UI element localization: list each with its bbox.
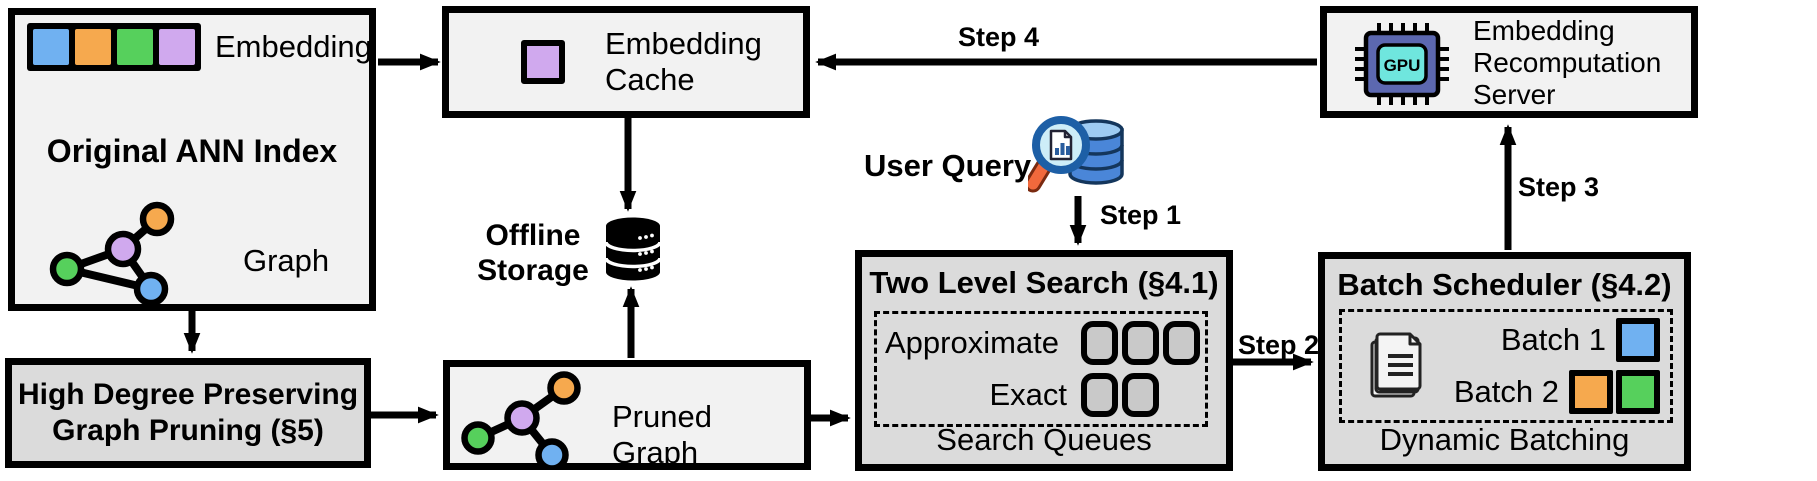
batch-scheduler-title: Batch Scheduler (§4.2) bbox=[1337, 267, 1672, 302]
two-level-search-box: Two Level Search (§4.1) Approximate Exac… bbox=[855, 250, 1233, 471]
pruned-graph-box: Pruned Graph bbox=[443, 360, 811, 470]
batch2-row: Batch 2 bbox=[1454, 370, 1660, 414]
two-level-search-title: Two Level Search (§4.1) bbox=[869, 265, 1219, 300]
exact-queue-row: Exact bbox=[877, 372, 1205, 417]
graph-pruning-box: High Degree Preserving Graph Pruning (§5… bbox=[5, 358, 371, 468]
queue-slot bbox=[1081, 372, 1118, 417]
original-ann-index-box: Embedding Original ANN Index Graph bbox=[8, 8, 376, 311]
embedding-cache-line1: Embedding bbox=[605, 26, 762, 61]
embedding-cell-blue bbox=[33, 29, 69, 65]
batch2-squares bbox=[1569, 370, 1660, 414]
queue-slot bbox=[1081, 321, 1118, 366]
embedding-cache-box: Embedding Cache bbox=[442, 6, 810, 118]
step1-label: Step 1 bbox=[1100, 200, 1182, 230]
dynamic-batching-label: Dynamic Batching bbox=[1379, 422, 1630, 457]
search-queues-label: Search Queues bbox=[936, 422, 1152, 457]
batch1-label: Batch 1 bbox=[1500, 322, 1606, 357]
user-query-label: User Query bbox=[864, 148, 1032, 183]
pruned-graph-label: Pruned Graph bbox=[612, 399, 712, 470]
batch2-green-square bbox=[1616, 370, 1660, 414]
embedding-array-icon bbox=[27, 23, 201, 71]
approximate-queue-row: Approximate bbox=[877, 321, 1205, 366]
batch2-orange-square bbox=[1569, 370, 1613, 414]
embedding-cell-orange bbox=[75, 29, 111, 65]
gpu-chip-icon: GPU bbox=[1355, 23, 1449, 105]
offline-storage-line2: Storage bbox=[477, 254, 589, 288]
server-line3: Server bbox=[1473, 78, 1556, 110]
pruned-graph-icon bbox=[461, 371, 581, 470]
graph-pruning-line2: Graph Pruning (§5) bbox=[52, 414, 324, 447]
step3-label: Step 3 bbox=[1518, 172, 1600, 202]
approximate-queue-slots bbox=[1081, 321, 1200, 366]
database-icon bbox=[604, 217, 662, 281]
search-queues-panel: Approximate Exact bbox=[874, 311, 1208, 427]
batch1-blue-square bbox=[1616, 318, 1660, 362]
documents-icon bbox=[1370, 332, 1422, 398]
dynamic-batching-panel: Batch 1 Batch 2 bbox=[1339, 309, 1673, 423]
server-line2: Recomputation bbox=[1473, 46, 1662, 78]
gpu-chip-label: GPU bbox=[1384, 56, 1421, 75]
ann-graph-icon bbox=[49, 201, 175, 307]
queue-slot bbox=[1122, 372, 1159, 417]
batch2-label: Batch 2 bbox=[1453, 374, 1559, 409]
server-line1: Embedding bbox=[1473, 15, 1615, 46]
batch-scheduler-box: Batch Scheduler (§4.2) Batch 1 bbox=[1318, 252, 1691, 471]
queue-slot bbox=[1163, 321, 1200, 366]
step2-label: Step 2 bbox=[1238, 330, 1320, 360]
embedding-cell-purple bbox=[159, 29, 195, 65]
embedding-recomputation-server-box: GPU Embedding Recomputation Server bbox=[1320, 6, 1698, 118]
embedding-cell-green bbox=[117, 29, 153, 65]
original-ann-index-title: Original ANN Index bbox=[46, 133, 338, 169]
offline-storage-label: Offline Storage bbox=[470, 218, 596, 288]
graph-pruning-line1: High Degree Preserving bbox=[17, 378, 359, 411]
offline-storage-line1: Offline bbox=[485, 219, 581, 252]
recomputation-server-label: Embedding Recomputation Server bbox=[1473, 15, 1661, 111]
exact-queue-slots bbox=[1081, 372, 1159, 417]
approximate-label: Approximate bbox=[885, 325, 1060, 361]
batch1-squares bbox=[1616, 318, 1660, 362]
step4-label: Step 4 bbox=[958, 22, 1040, 52]
embedding-label: Embedding bbox=[215, 29, 372, 64]
query-magnifier-database-icon bbox=[1028, 116, 1124, 193]
embedding-cache-line2: Cache bbox=[605, 61, 695, 97]
embedding-cache-label: Embedding Cache bbox=[605, 26, 762, 97]
graph-label: Graph bbox=[243, 243, 330, 278]
exact-label: Exact bbox=[989, 376, 1067, 412]
cached-embedding-square-icon bbox=[521, 40, 565, 84]
queue-slot bbox=[1122, 321, 1159, 366]
batch1-row: Batch 1 bbox=[1501, 318, 1660, 362]
